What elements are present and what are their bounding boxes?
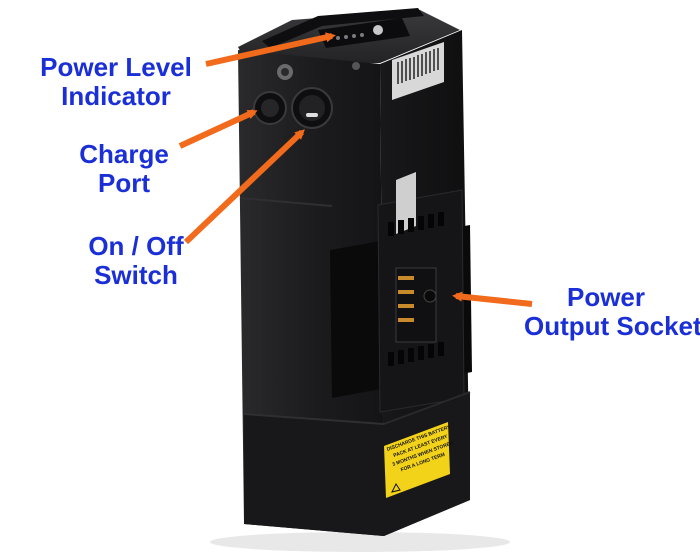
power-led (352, 34, 356, 38)
warning-label (384, 422, 450, 498)
barcode-lines (397, 48, 439, 84)
callout-output-socket-line2: Output Socket (524, 311, 700, 341)
arrow-output-socket (452, 291, 533, 307)
warning-triangle-icon (391, 483, 401, 493)
callout-power-level-line2: Indicator (61, 81, 171, 111)
power-level-panel (318, 18, 410, 48)
housing-seam-side (383, 391, 471, 425)
on-off-mark (306, 113, 318, 117)
callout-on-off-line2: Switch (94, 260, 178, 290)
upper-seam (239, 197, 333, 207)
power-led (336, 36, 340, 40)
callout-charge-port-line1: Charge (79, 139, 169, 169)
callout-output-socket: Power Output Socket (524, 282, 700, 341)
corner-screw (352, 62, 360, 70)
lower-housing (244, 392, 470, 536)
housing-seam (243, 413, 385, 425)
ground-shadow (210, 532, 510, 552)
bracket-vents (388, 212, 444, 366)
battery-front-face (238, 50, 384, 536)
callout-on-off-switch: On / Off Switch (88, 232, 184, 290)
on-off-switch-face (299, 95, 325, 121)
battery-handle (262, 8, 424, 48)
arrow-power-level (205, 32, 336, 67)
level-button (373, 25, 383, 35)
callout-power-level-line1: Power Level (40, 52, 192, 82)
callout-power-level: Power Level Indicator (28, 53, 204, 111)
output-connector (395, 267, 437, 343)
top-screw-inner (281, 68, 289, 76)
callout-on-off-line1: On / Off (88, 231, 184, 261)
arrow-on-off (183, 129, 305, 245)
callout-charge-port: Charge Port (72, 140, 176, 198)
power-led (344, 35, 348, 39)
arrow-charge-port (178, 109, 258, 149)
callout-output-socket-line1: Power (566, 282, 646, 312)
charge-port-cap (261, 99, 279, 117)
power-led (360, 33, 364, 37)
callout-charge-port-line2: Port (98, 168, 150, 198)
